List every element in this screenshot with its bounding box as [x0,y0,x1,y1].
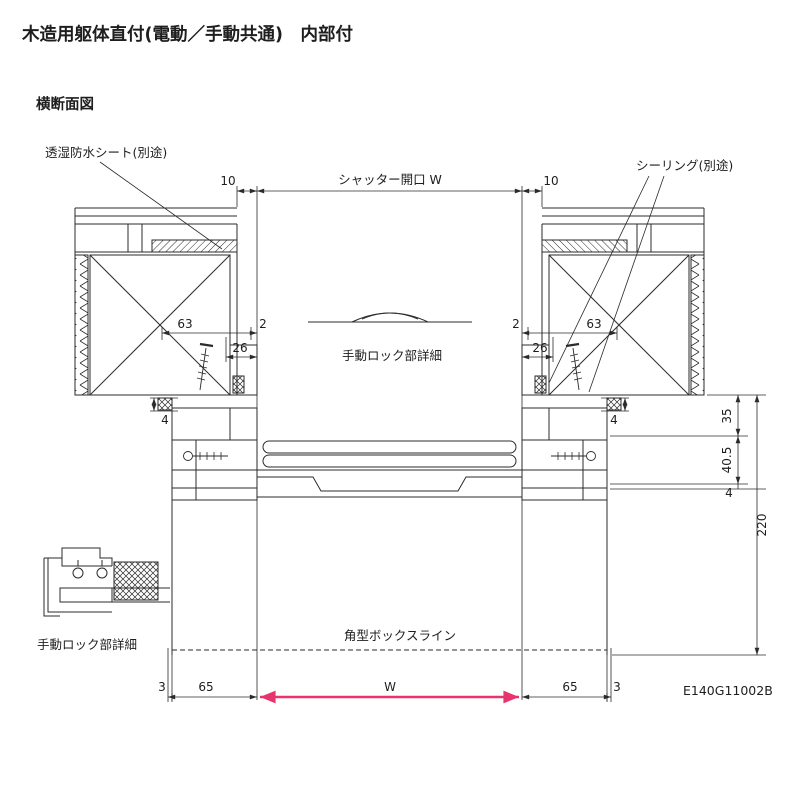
furring-strip [127,223,143,253]
manual-lock-center-glyph [308,312,472,323]
dim-bottom-right-3: 3 [613,680,621,694]
diagram-text: 木造用躯体直付(電動／手動共通) 内部付 横断面図 透湿防水シート(別途) シー… [21,24,773,698]
dim-bottom-w: W [384,680,396,694]
dim-left-63: 63 [177,317,192,331]
lock-detail-center-label: 手動ロック部詳細 [342,348,442,363]
dim-side-4: 4 [725,486,733,500]
dimension-annotations [150,186,766,702]
section-label: 横断面図 [36,95,94,113]
sealing-leader [588,175,665,393]
sealing-label: シーリング(別途) [636,158,733,173]
screw-icon [196,342,214,391]
waterproof-sheet-hatch [151,239,238,253]
dim-right-2: 2 [512,317,520,331]
leader-lines [99,161,665,393]
dim-right-63: 63 [586,317,601,331]
insulation-strip [74,254,89,396]
dim-top-left-10: 10 [220,174,235,188]
waterproof-sheet-label: 透湿防水シート(別途) [45,145,167,160]
lock-detail-bottom-label: 手動ロック部詳細 [37,637,137,652]
dim-side-40-5: 40.5 [720,447,734,474]
dim-left-4: 4 [161,413,169,427]
waterproof-sheet-leader [99,161,223,250]
dim-left-26: 26 [232,341,247,355]
box-line-label: 角型ボックスライン [344,628,456,643]
dim-left-2: 2 [259,317,267,331]
screw-head-icon [96,567,108,579]
lock-body-hatch [113,561,159,601]
left-wall-section [74,207,258,396]
slat [262,454,517,468]
sealing-hatch [232,375,245,394]
shutter-opening-label: シャッター開口 W [338,172,442,187]
dim-side-35: 35 [720,408,734,423]
screw-head-icon [72,567,84,579]
dim-side-220: 220 [755,514,769,537]
packing-hatch [157,397,173,411]
page-title: 木造用躯体直付(電動／手動共通) 内部付 [21,24,353,45]
bolt-icon [183,451,228,461]
dim-right-4: 4 [610,413,618,427]
dim-bottom-right-65: 65 [562,680,577,694]
dim-bottom-left-3: 3 [158,680,166,694]
slat [262,440,517,454]
manual-lock-detail-drawing [43,547,170,617]
shutter-curtain [256,440,523,498]
dim-right-26: 26 [532,341,547,355]
dim-bottom-left-65: 65 [198,680,213,694]
drawing-code: E140G11002B [683,683,773,698]
dim-top-right-10: 10 [543,174,558,188]
sealing-leader [548,175,650,384]
